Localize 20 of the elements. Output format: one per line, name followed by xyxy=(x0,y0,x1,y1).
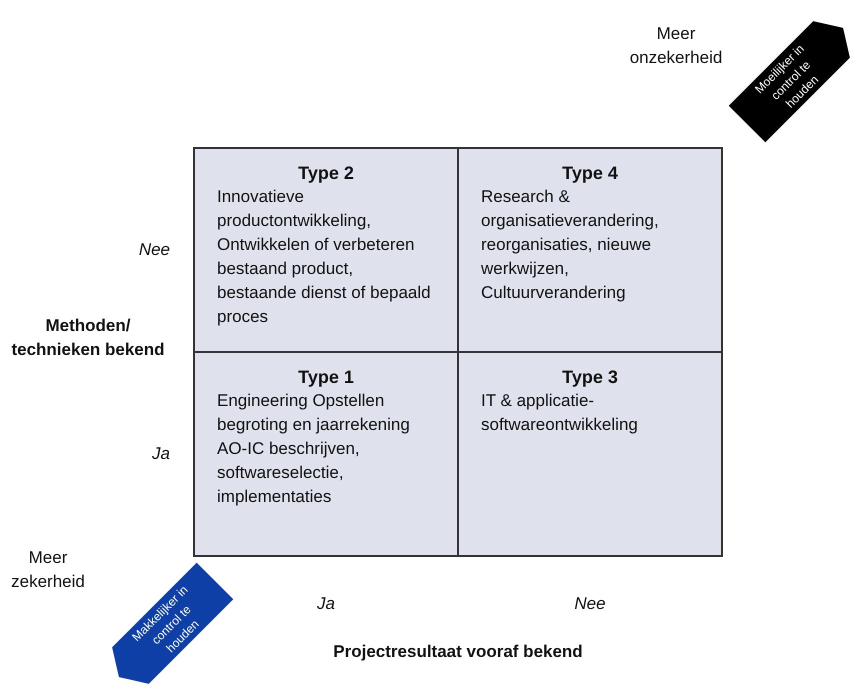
axis-end-label: Meer onzekerheid xyxy=(628,23,724,69)
quadrant-title: Type 3 xyxy=(561,366,619,389)
quadrant-description: Research & organisatieverandering, reorganisaties, nieuwe werkwijzen, Cultuurverandering xyxy=(481,186,660,304)
quadrant-title: Type 4 xyxy=(561,162,619,185)
row-label: Ja xyxy=(151,443,170,465)
quadrant-box xyxy=(457,147,723,353)
quadrant-title: Type 2 xyxy=(297,162,355,185)
quadrant-box xyxy=(457,351,723,557)
quadrant-box xyxy=(193,351,459,557)
row-label: Nee xyxy=(138,239,170,261)
quadrant-description: IT & applicatie-softwareontwikkeling xyxy=(481,390,639,436)
column-label: Ja xyxy=(316,593,336,615)
axis-title: Projectresultaat vooraf bekend xyxy=(332,641,584,663)
axis-title: Methoden/ technieken bekend xyxy=(10,315,166,361)
quadrant-description: Innovatieve productontwikkeling, Ontwikkelen of verbeteren bestaand product, bestaande dienst of bepaald proces xyxy=(217,186,432,328)
quadrant-box xyxy=(193,147,459,353)
quadrant-title: Type 1 xyxy=(297,366,355,389)
column-label: Nee xyxy=(573,593,607,615)
quadrant-description: Engineering Opstellen begroting en jaarrekening AO-IC beschrijven, softwareselectie, implementaties xyxy=(217,390,411,508)
axis-end-label: Meer zekerheid xyxy=(10,547,86,593)
